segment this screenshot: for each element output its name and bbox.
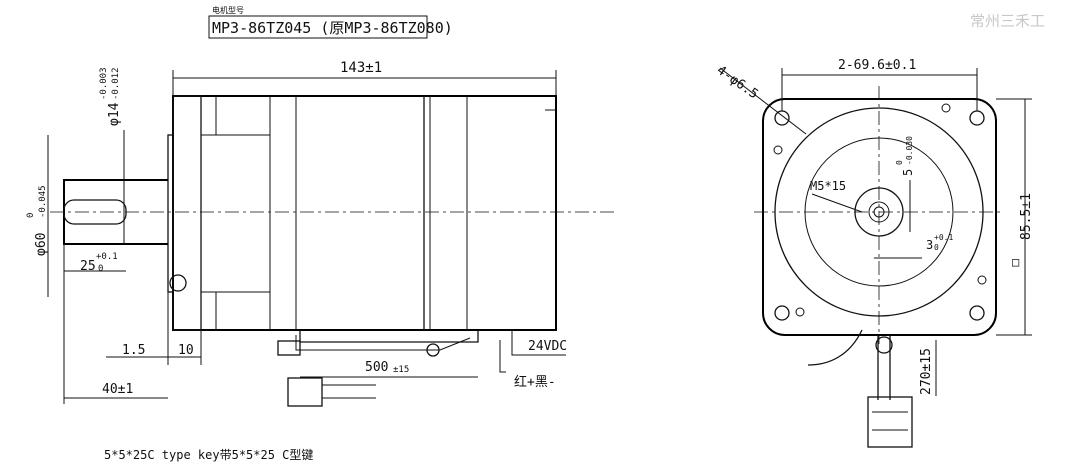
- cable-length-dim: 500: [365, 360, 388, 375]
- side-view: 143±1 φ14 -0.003 -0.012 φ60 0 -0.045 25 …: [26, 60, 616, 407]
- pilot-dia-dim: φ60: [34, 233, 49, 256]
- cable-length-tol: ±15: [393, 365, 409, 375]
- screw-hole: [941, 103, 951, 113]
- flange-dim: 85.5±1: [1019, 193, 1034, 240]
- key-width-tol-upper: 0: [895, 160, 904, 165]
- lead-cable-exit: [807, 329, 863, 366]
- lead-cable: [877, 335, 891, 400]
- shaft-dia-tol-lower: -0.012: [111, 67, 121, 100]
- title-block: 电机型号 MP3-86TZ045 (原MP3-86TZ080): [208, 5, 453, 39]
- brake-wires: 红+黑-: [514, 374, 556, 390]
- length-dim: 143±1: [340, 60, 382, 76]
- key-depth-tol-lower: 0: [934, 243, 939, 252]
- lead-length-dim: 270±15: [919, 348, 934, 395]
- key-width-tol-lower: -0.030: [905, 136, 914, 165]
- flange-square: [762, 98, 997, 336]
- holes-leader: [719, 67, 807, 135]
- lead-connector: [867, 396, 913, 448]
- mount-hole: [774, 110, 790, 126]
- screw-hole: [795, 307, 805, 317]
- key-width-dim: 5: [901, 169, 915, 176]
- pilot-height-dim: 1.5: [122, 343, 145, 358]
- key-length-tol-lower: 0: [98, 264, 103, 274]
- lead-grommet: [875, 336, 893, 354]
- key-length-dim: 25: [80, 259, 96, 274]
- mount-hole: [969, 110, 985, 126]
- holes-dim: 4-φ6.5: [714, 63, 761, 102]
- cable-path: [299, 330, 479, 343]
- flange-block: [172, 95, 202, 331]
- connector-2: [287, 377, 323, 407]
- pilot-dia-tol-upper: 0: [26, 213, 36, 218]
- screw-hole: [773, 145, 783, 155]
- shaft-length-dim: 40±1: [102, 382, 133, 397]
- thread-dim: M5*15: [810, 179, 846, 193]
- model-label: MP3-86TZ045 (原MP3-86TZ080): [212, 19, 453, 37]
- brake-voltage: 24VDC: [528, 339, 567, 354]
- flange-thickness-dim: 10: [178, 343, 194, 358]
- cable-body: [295, 335, 471, 351]
- pilot-ring: [167, 134, 174, 293]
- grommet: [426, 343, 440, 357]
- brake-arrow: [499, 340, 506, 373]
- title-box: [208, 15, 428, 39]
- pilot-dia-tol-lower: -0.045: [38, 185, 48, 218]
- flange-square-symbol: □: [1012, 255, 1019, 269]
- key-depth-tol-upper: +0.1: [934, 233, 953, 242]
- key-note: 5*5*25C type key带5*5*25 C型键: [104, 448, 313, 462]
- set-screw: [169, 274, 187, 292]
- brake-lead: [511, 330, 566, 356]
- mount-hole: [969, 305, 985, 321]
- motor-body-outline: [172, 95, 557, 331]
- key-length-tol-upper: +0.1: [96, 252, 118, 262]
- key-depth-dim: 3: [926, 238, 933, 252]
- connector-1: [277, 340, 301, 356]
- hole-spacing-dim: 2-69.6±0.1: [838, 58, 916, 73]
- title-small-label: 电机型号: [212, 5, 244, 15]
- front-view: 2-69.6±0.1 4-φ6.5 M5*15 5 0 -0.030 3 +0.…: [714, 58, 1034, 448]
- shaft-dia-tol-upper: -0.003: [99, 67, 109, 100]
- screw-hole: [977, 275, 987, 285]
- watermark: 常州三禾工: [970, 12, 1045, 30]
- mount-hole: [774, 305, 790, 321]
- thread-leader: [811, 193, 863, 213]
- shaft-dia-dim: φ14: [107, 102, 122, 126]
